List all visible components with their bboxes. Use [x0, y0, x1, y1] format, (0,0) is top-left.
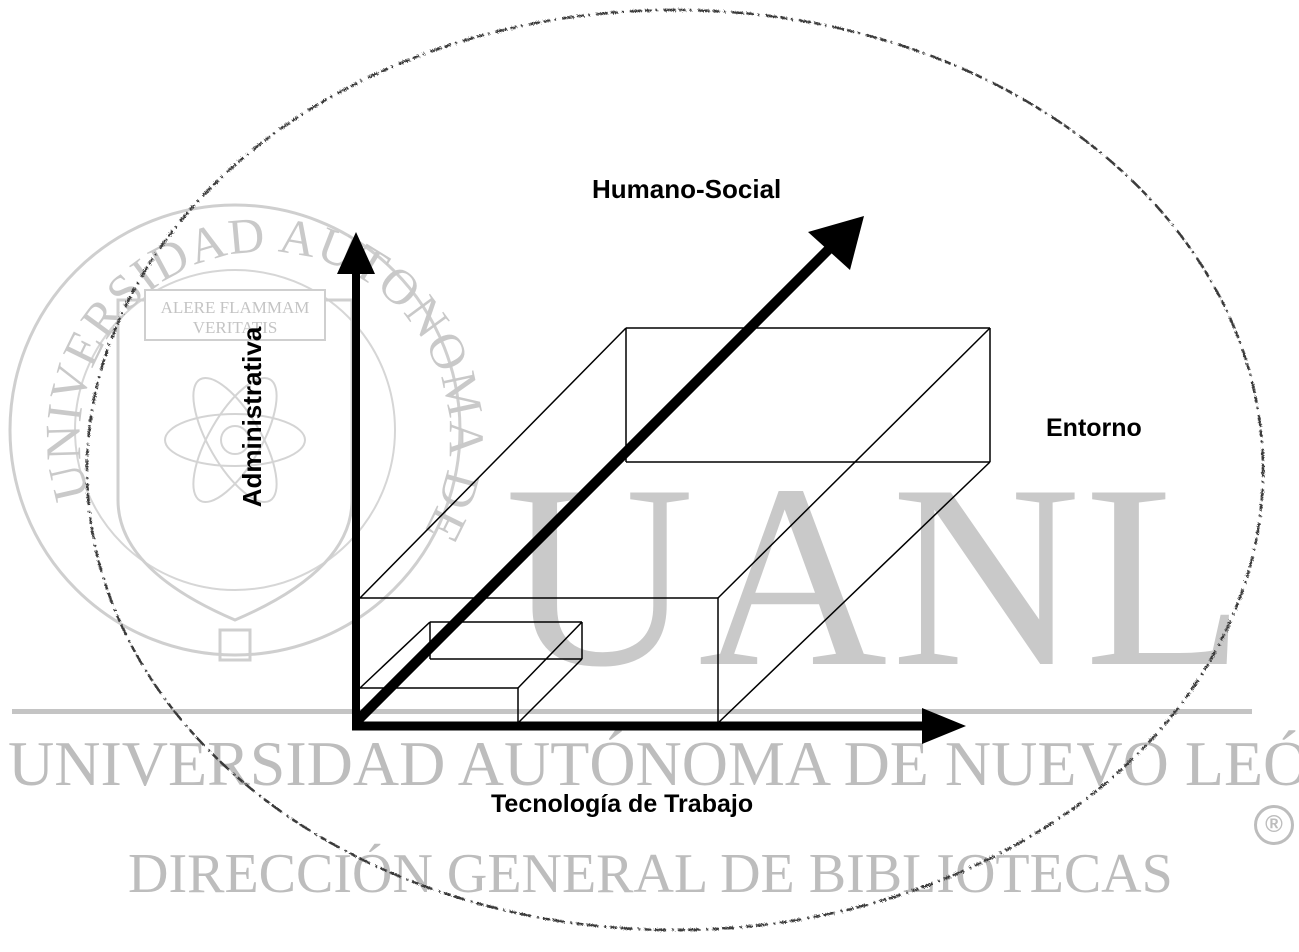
tecnologia-label: Tecnología de Trabajo: [491, 790, 754, 818]
seal-atom-orbit: [192, 377, 278, 503]
large-box: [359, 327, 991, 724]
seal-atom-orbit: [164, 413, 306, 467]
seal-atom-orbit: [192, 377, 278, 503]
humano-social-axis: [352, 242, 836, 726]
humano-social-label: Humano-Social: [592, 174, 782, 204]
seal-banner: [144, 289, 326, 341]
seal-bottom-emblem: [218, 628, 252, 662]
seal-motto-2: VERITATIS: [193, 318, 278, 337]
environment-ellipse: [85, 8, 1265, 932]
uanl-watermark: UANL: [505, 431, 1249, 721]
seal-atom-core: [220, 425, 250, 455]
library-directorate-watermark: DIRECCIÓN GENERAL DE BIBLIOTECAS: [128, 843, 1173, 905]
watermark-rule: [12, 709, 1252, 714]
administrativa-arrowhead: [337, 232, 375, 274]
tecnologia-arrowhead: [922, 708, 966, 744]
entorno-label: Entorno: [1046, 414, 1142, 442]
seal-inner-ring: [74, 269, 396, 591]
registered-mark-icon: ®: [1254, 805, 1294, 845]
seal-outer-ring: [8, 203, 462, 657]
seal-motto-1: ALERE FLAMMAM: [161, 298, 310, 317]
administrativa-label: Administrativa: [237, 326, 267, 508]
humano-social-arrowhead: [808, 216, 864, 270]
seal-shield: [116, 298, 354, 622]
small-box: [359, 621, 583, 724]
